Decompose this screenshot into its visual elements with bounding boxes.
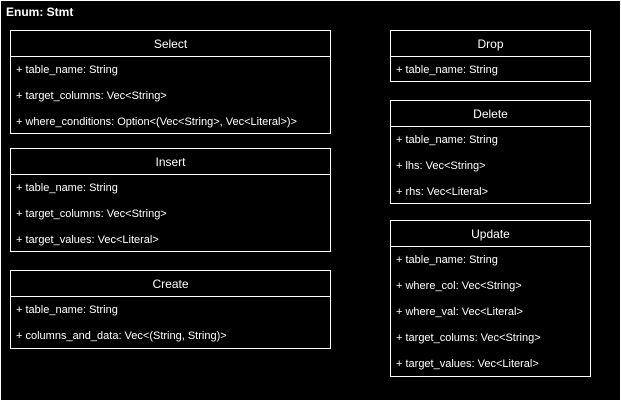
class-create-name: Create: [11, 271, 330, 297]
class-drop-name: Drop: [391, 31, 590, 57]
class-update[interactable]: Update + table_name: String + where_col:…: [390, 220, 591, 377]
class-delete-name: Delete: [391, 101, 590, 127]
class-drop[interactable]: Drop + table_name: String: [390, 30, 591, 82]
class-insert[interactable]: Insert + table_name: String + target_col…: [10, 148, 331, 252]
class-select[interactable]: Select + table_name: String + target_col…: [10, 30, 331, 134]
field-update-target-colums: + target_colums: Vec<String>: [396, 332, 541, 344]
field-delete-rhs: + rhs: Vec<Literal>: [396, 186, 489, 198]
enum-title: Enum: Stmt: [6, 5, 74, 19]
class-update-name: Update: [391, 221, 590, 247]
class-insert-fields: + table_name: String + target_columns: V…: [11, 175, 330, 253]
field-delete-table-name: + table_name: String: [396, 134, 498, 146]
class-create-fields: + table_name: String + columns_and_data:…: [11, 297, 330, 349]
class-update-fields: + table_name: String + where_col: Vec<St…: [391, 247, 590, 377]
field-delete-lhs: + lhs: Vec<String>: [396, 160, 486, 172]
class-create[interactable]: Create + table_name: String + columns_an…: [10, 270, 331, 349]
field-update-where-val: + where_val: Vec<Literal>: [396, 306, 523, 318]
field-select-target-columns: + target_columns: Vec<String>: [16, 90, 167, 102]
field-select-table-name: + table_name: String: [16, 64, 118, 76]
field-update-where-col: + where_col: Vec<String>: [396, 280, 522, 292]
field-create-table-name: + table_name: String: [16, 304, 118, 316]
field-insert-target-columns: + target_columns: Vec<String>: [16, 208, 167, 220]
field-select-where-conditions: + where_conditions: Option<(Vec<String>,…: [16, 116, 297, 128]
field-insert-table-name: + table_name: String: [16, 182, 118, 194]
class-insert-name: Insert: [11, 149, 330, 175]
class-drop-fields: + table_name: String: [391, 57, 590, 83]
class-delete[interactable]: Delete + table_name: String + lhs: Vec<S…: [390, 100, 591, 204]
class-delete-fields: + table_name: String + lhs: Vec<String> …: [391, 127, 590, 205]
field-update-table-name: + table_name: String: [396, 254, 498, 266]
class-select-fields: + table_name: String + target_columns: V…: [11, 57, 330, 135]
class-select-name: Select: [11, 31, 330, 57]
field-create-columns-and-data: + columns_and_data: Vec<(String, String)…: [16, 330, 227, 342]
field-update-target-values: + target_values: Vec<Literal>: [396, 358, 539, 370]
field-insert-target-values: + target_values: Vec<Literal>: [16, 234, 159, 246]
field-drop-table-name: + table_name: String: [396, 64, 498, 76]
